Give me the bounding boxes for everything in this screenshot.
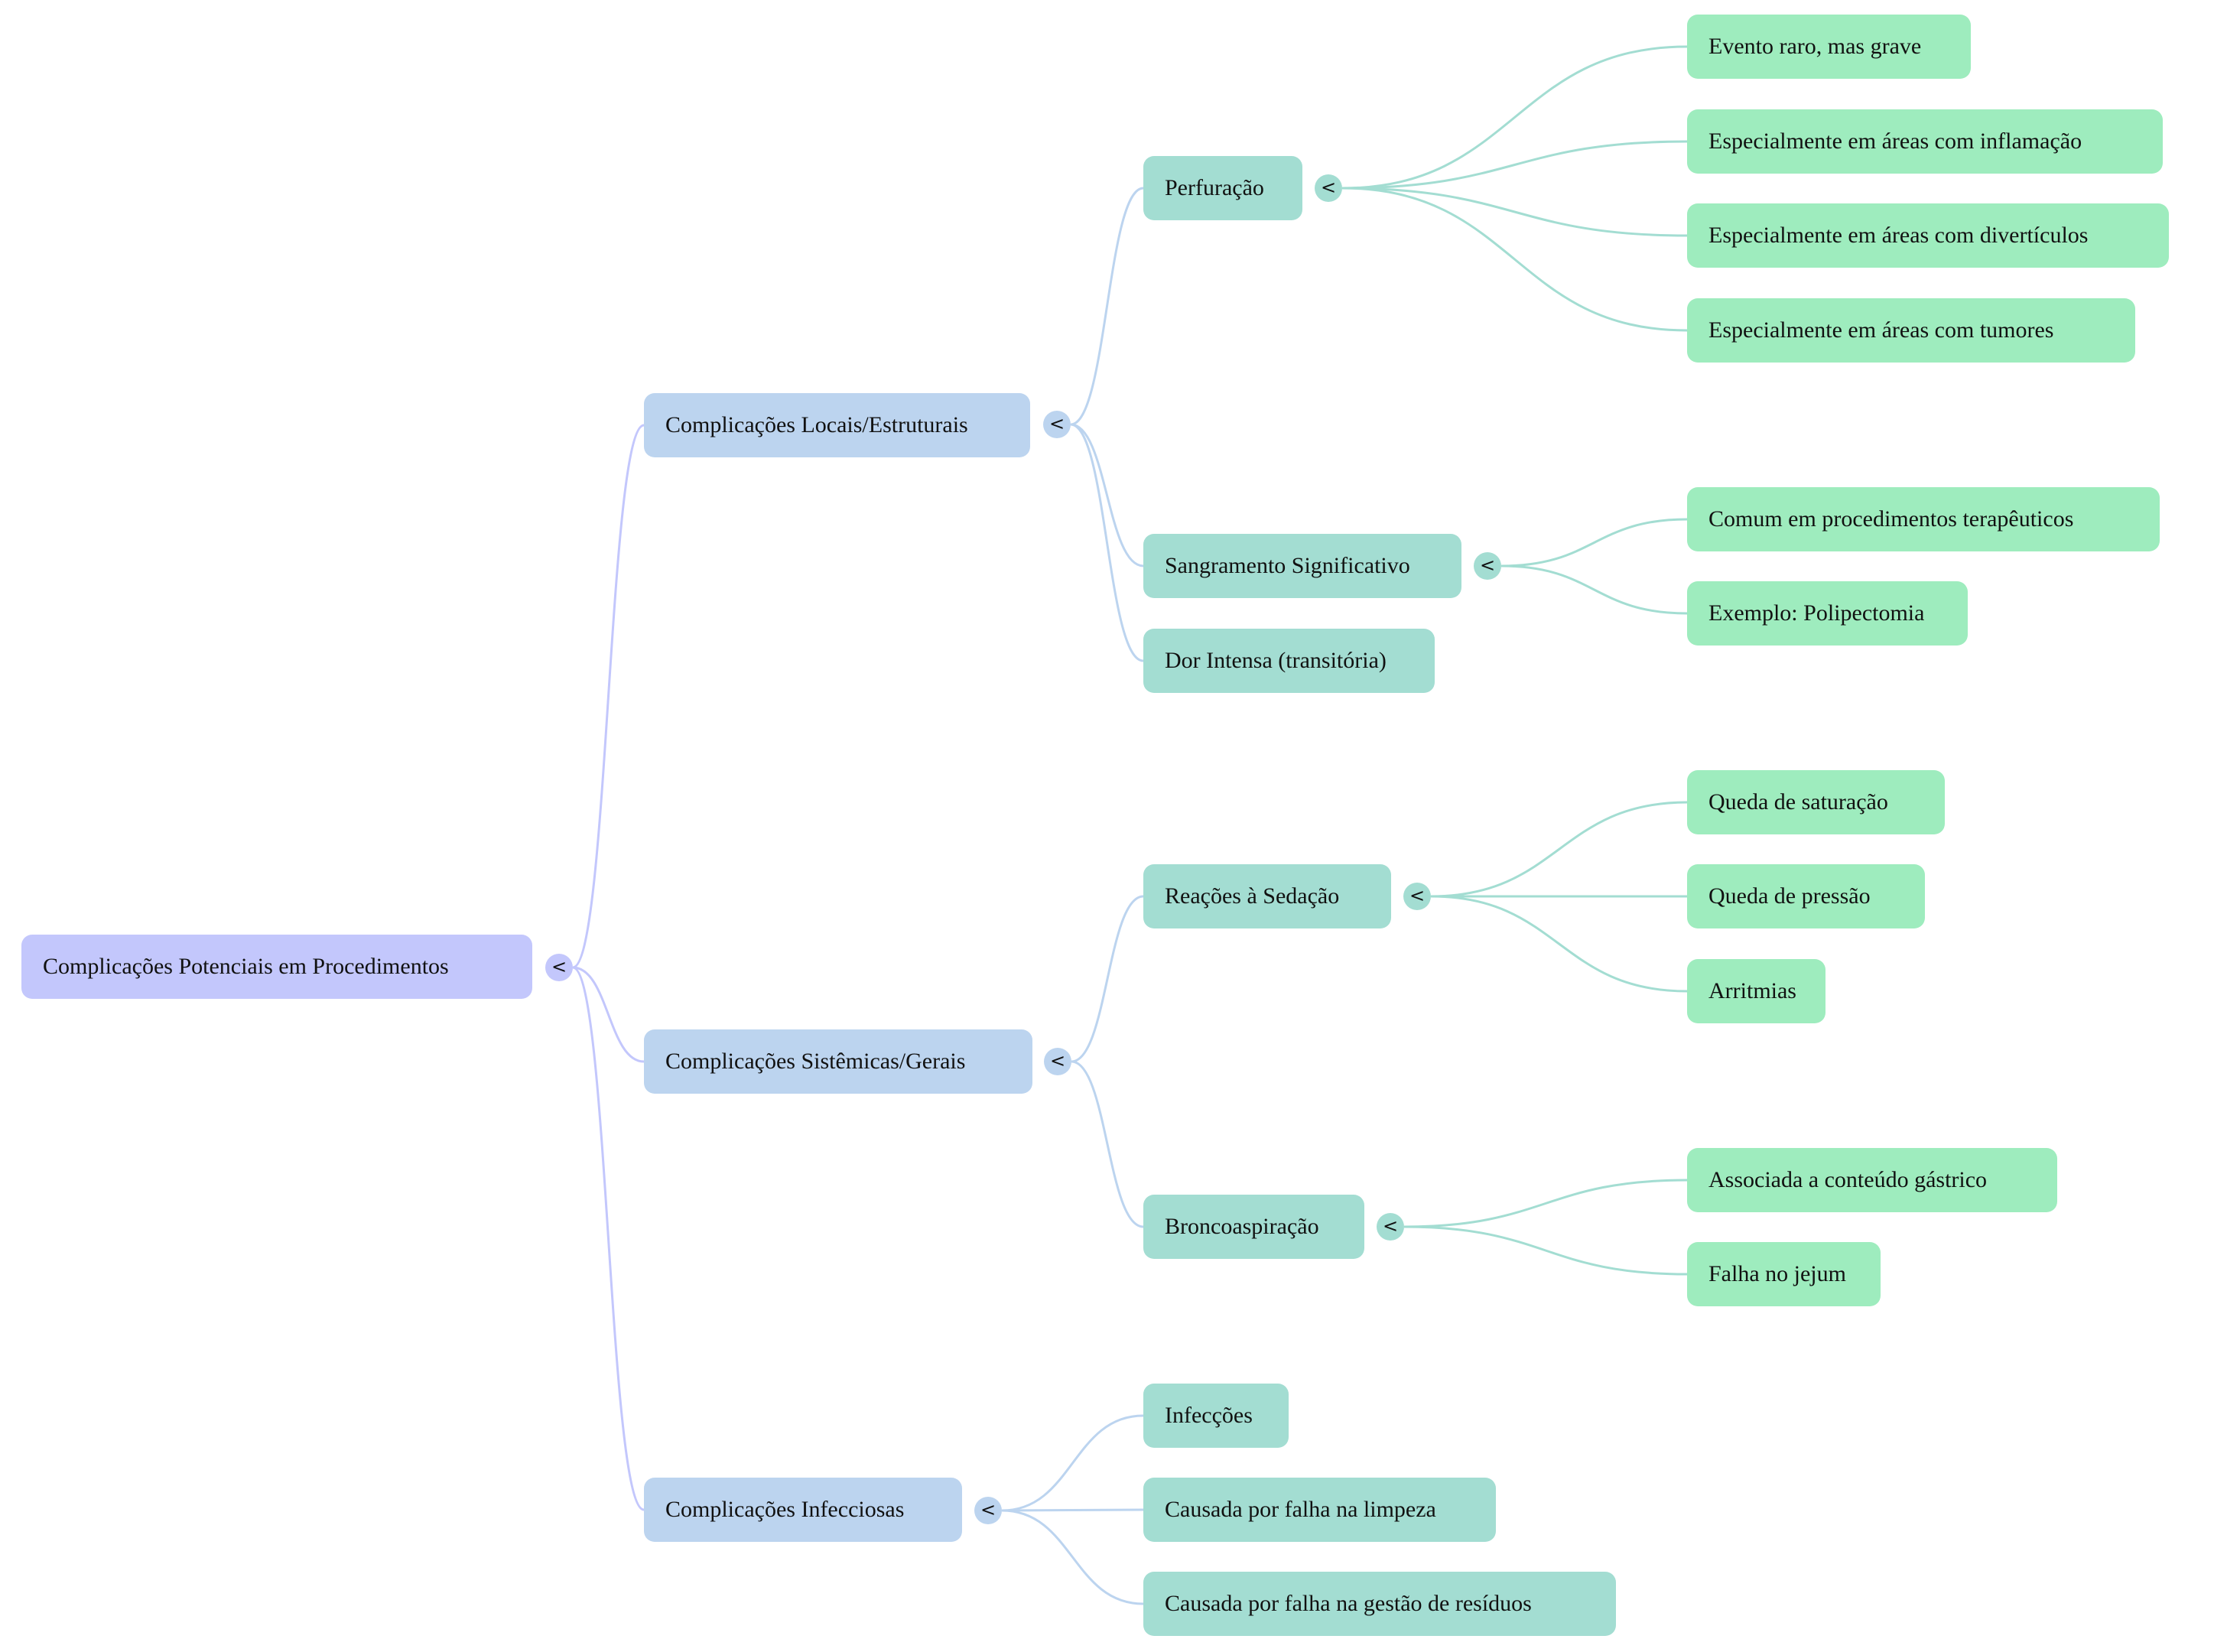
connector-edge <box>1071 895 1144 1063</box>
node-label: Exemplo: Polipectomia <box>1708 600 1925 626</box>
leaf-node[interactable]: Especialmente em áreas com tumores <box>1687 298 2135 363</box>
connector-edge <box>572 966 645 1063</box>
node-label: Reações à Sedação <box>1165 883 1340 909</box>
connector-edge <box>1430 895 1688 993</box>
node-label: Sangramento Significativo <box>1165 553 1410 578</box>
collapse-toggle-icon[interactable]: < <box>1377 1213 1404 1241</box>
connector-edge <box>1001 1414 1144 1512</box>
sub-node-sangramento[interactable]: Sangramento Significativo <box>1143 534 1461 598</box>
node-label: Broncoaspiração <box>1165 1214 1319 1239</box>
node-label: Perfuração <box>1165 175 1264 200</box>
connector-edge <box>1070 187 1144 426</box>
leaf-node[interactable]: Exemplo: Polipectomia <box>1687 581 1968 646</box>
node-label: Especialmente em áreas com tumores <box>1708 317 2054 343</box>
leaf-node[interactable]: Especialmente em áreas com divertículos <box>1687 203 2169 268</box>
node-label: Comum em procedimentos terapêuticos <box>1708 506 2074 532</box>
node-label: Complicações Infecciosas <box>665 1497 905 1522</box>
node-label: Evento raro, mas grave <box>1708 34 1922 59</box>
branch-node-sistemicas-gerais[interactable]: Complicações Sistêmicas/Gerais <box>644 1029 1032 1094</box>
leaf-node[interactable]: Especialmente em áreas com inflamação <box>1687 109 2163 174</box>
leaf-node[interactable]: Falha no jejum <box>1687 1242 1881 1306</box>
sub-node-perfuracao[interactable]: Perfuração <box>1143 156 1302 220</box>
connector-edge <box>1070 423 1144 567</box>
node-label: Queda de pressão <box>1708 883 1871 909</box>
collapse-toggle-icon[interactable]: < <box>545 954 573 981</box>
connector-edge <box>1341 45 1688 190</box>
node-label: Infecções <box>1165 1403 1253 1428</box>
node-label: Falha no jejum <box>1708 1261 1846 1286</box>
sub-node-broncoaspiracao[interactable]: Broncoaspiração <box>1143 1195 1364 1259</box>
connector-edge <box>572 966 645 1511</box>
connector-edge <box>1001 1509 1144 1605</box>
connector-edge <box>1070 423 1144 662</box>
sub-node-falha-limpeza[interactable]: Causada por falha na limpeza <box>1143 1478 1496 1542</box>
sub-node-dor-intensa[interactable]: Dor Intensa (transitória) <box>1143 629 1435 693</box>
sub-node-reacoes-sedacao[interactable]: Reações à Sedação <box>1143 864 1391 928</box>
collapse-toggle-icon[interactable]: < <box>1315 174 1342 202</box>
collapse-toggle-icon[interactable]: < <box>1403 883 1431 910</box>
node-label: Complicações Locais/Estruturais <box>665 412 968 437</box>
connector-edge <box>1341 140 1688 190</box>
node-label: Associada a conteúdo gástrico <box>1708 1167 1988 1192</box>
leaf-node[interactable]: Queda de saturação <box>1687 770 1945 834</box>
leaf-node[interactable]: Comum em procedimentos terapêuticos <box>1687 487 2160 551</box>
branch-node-infecciosas[interactable]: Complicações Infecciosas <box>644 1478 962 1542</box>
connector-edge <box>1341 187 1688 332</box>
collapse-toggle-icon[interactable]: < <box>974 1497 1002 1524</box>
sub-node-infeccoes[interactable]: Infecções <box>1143 1384 1289 1448</box>
node-label: Complicações Sistêmicas/Gerais <box>665 1049 966 1074</box>
collapse-toggle-icon[interactable]: < <box>1043 411 1071 438</box>
collapse-toggle-icon[interactable]: < <box>1044 1048 1071 1075</box>
connector-edge <box>1500 564 1688 615</box>
node-label: Dor Intensa (transitória) <box>1165 648 1387 673</box>
leaf-node[interactable]: Arritmias <box>1687 959 1825 1023</box>
node-label: Complicações Potenciais em Procedimentos <box>43 954 449 979</box>
leaf-node[interactable]: Queda de pressão <box>1687 864 1925 928</box>
node-label: Arritmias <box>1708 978 1796 1003</box>
node-label: Especialmente em áreas com divertículos <box>1708 223 2089 248</box>
sub-node-falha-residuos[interactable]: Causada por falha na gestão de resíduos <box>1143 1572 1616 1636</box>
node-label: Causada por falha na limpeza <box>1165 1497 1436 1522</box>
connector-edge <box>1001 1508 1144 1512</box>
collapse-toggle-icon[interactable]: < <box>1474 552 1501 580</box>
leaf-node[interactable]: Evento raro, mas grave <box>1687 15 1971 79</box>
connector-edge <box>1071 1060 1144 1228</box>
connector-edge <box>1341 187 1688 237</box>
branch-node-locais-estruturais[interactable]: Complicações Locais/Estruturais <box>644 393 1030 457</box>
connector-edge <box>1403 1225 1688 1276</box>
connector-edge <box>572 424 645 969</box>
leaf-node[interactable]: Associada a conteúdo gástrico <box>1687 1148 2057 1212</box>
root-node[interactable]: Complicações Potenciais em Procedimentos <box>21 935 532 999</box>
node-label: Especialmente em áreas com inflamação <box>1708 128 2082 154</box>
connector-edge <box>1500 518 1688 567</box>
connector-edge <box>1430 801 1688 898</box>
connector-edge <box>1403 1179 1688 1228</box>
node-label: Causada por falha na gestão de resíduos <box>1165 1591 1532 1616</box>
node-label: Queda de saturação <box>1708 789 1888 815</box>
